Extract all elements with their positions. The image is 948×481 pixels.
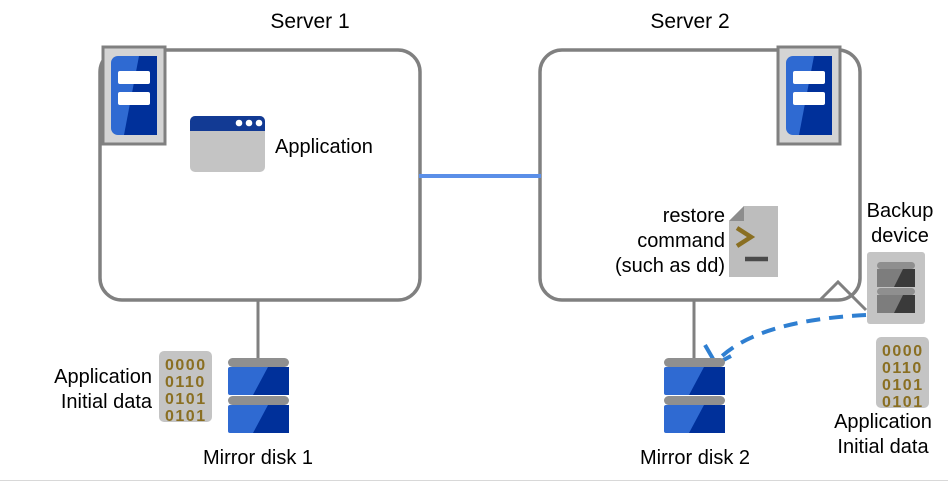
server-1-title: Server 1: [270, 10, 350, 33]
backup-device-label-line1: Backup: [866, 200, 934, 222]
restore-command-label-line2: command: [637, 230, 725, 252]
restore-dashed-arrow: [714, 313, 867, 364]
server-2-icon: [776, 45, 842, 146]
server-1-icon: [101, 45, 167, 146]
binary-row: 0000: [165, 357, 207, 374]
restore-command-label-line3: (such as dd): [614, 255, 725, 277]
restore-command-label-line1: restore: [662, 205, 725, 227]
server-2-title: Server 2: [650, 10, 730, 33]
application-initial-data-left-line1: Application: [54, 366, 152, 388]
mirror-disk-2-icon: [664, 358, 725, 433]
binary-row: 0110: [165, 374, 206, 391]
binary-row: 0101: [165, 408, 207, 425]
binary-row: 0110: [882, 360, 923, 377]
backup-device-icon: [867, 252, 925, 324]
backup-device-connector: [818, 279, 868, 312]
application-initial-data-left-icon: [159, 351, 212, 422]
application-initial-data-right-line1: Application: [834, 411, 932, 433]
binary-row: 0101: [882, 394, 924, 411]
application-initial-data-left-line2: Initial data: [60, 391, 152, 413]
mirror-disk-1-icon: [228, 358, 289, 433]
binary-row: 0101: [882, 377, 924, 394]
binary-row: 0000: [882, 343, 924, 360]
application-label: Application: [275, 136, 373, 158]
application-initial-data-right-line2: Initial data: [837, 436, 929, 458]
script-file-icon: [729, 206, 778, 277]
mirror-disk-1-label: Mirror disk 1: [202, 447, 313, 469]
mirror-disk-2-label: Mirror disk 2: [639, 447, 750, 469]
application-initial-data-right-icon: [876, 337, 929, 408]
binary-row: 0101: [165, 391, 207, 408]
backup-device-label-line2: device: [871, 225, 929, 247]
application-window-icon: [190, 116, 265, 172]
